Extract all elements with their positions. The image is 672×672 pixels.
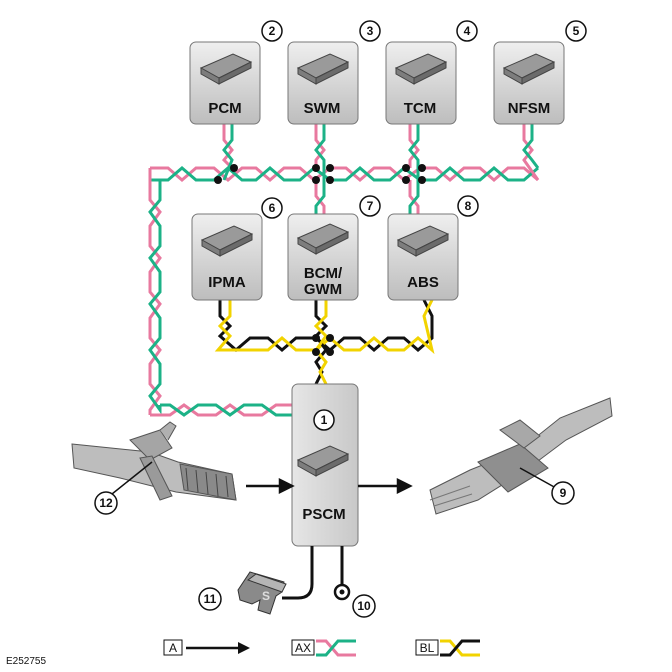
module-label: PCM [208,100,241,117]
figure-id: E252755 [6,656,46,667]
module-label-line2: GWM [304,281,342,298]
module-tcm: TCM [385,41,457,125]
steering-rack-right [429,397,613,515]
can-ax-bottom-green [160,403,292,417]
module-label: BCM/ [304,265,343,282]
chip-icon [502,53,556,85]
svg-text:8: 8 [465,199,472,213]
fuse-icon: S [237,571,287,615]
module-swm: SWM [287,41,359,125]
callout-11: 11 [204,592,217,606]
module-label: SWM [304,100,341,117]
can-ax-bus-pink [150,166,539,182]
pscm-number: 1 [321,413,328,427]
module-nfsm: NFSM [493,41,565,125]
callout-10: 10 [357,599,371,613]
chip-icon [199,53,253,85]
power-ground [282,546,344,600]
svg-text:2: 2 [269,24,276,38]
can-ax-left-green [148,180,162,415]
svg-text:7: 7 [367,199,374,213]
module-ipma: IPMA [191,213,263,301]
module-label: ABS [407,274,439,291]
callout-12: 12 [99,496,113,510]
chip-icon [396,225,450,257]
svg-text:5: 5 [573,24,580,38]
chip-icon [394,53,448,85]
svg-text:6: 6 [269,201,276,215]
legend-a: A [169,641,177,655]
pscm-label: PSCM [302,506,345,523]
callout-9: 9 [560,486,567,500]
legend: A AX BL [163,639,480,657]
svg-text:3: 3 [367,24,374,38]
svg-text:S: S [262,589,270,603]
steering-rack-left [71,421,237,501]
can-ax-junctions [214,164,426,184]
power-callouts: 11 10 [198,587,376,618]
module-pscm: 1 PSCM [291,383,359,547]
can-ax-left-pink [148,168,162,415]
chip-icon [296,53,350,85]
rack-callouts: 12 9 [94,461,575,515]
chip-icon [296,445,350,477]
module-label: TCM [404,100,437,117]
module-label: IPMA [208,274,246,291]
module-pcm: PCM [189,41,261,125]
signal-arrows [246,477,413,495]
svg-text:4: 4 [464,24,471,38]
can-ax-network [148,122,540,417]
chip-icon [296,223,350,255]
can-ax-bus-green [150,166,539,182]
module-bcm-gwm: BCM/ GWM [287,213,359,301]
legend-ax: AX [295,641,311,655]
chip-icon [200,225,254,257]
module-callouts: 2 3 4 5 6 7 8 [261,20,587,219]
can-bl-network [214,299,435,385]
can-bl-junctions [312,334,334,356]
module-abs: ABS [387,213,459,301]
ground-terminal-icon [333,583,351,601]
legend-bl: BL [420,641,435,655]
module-label: NFSM [508,100,551,117]
